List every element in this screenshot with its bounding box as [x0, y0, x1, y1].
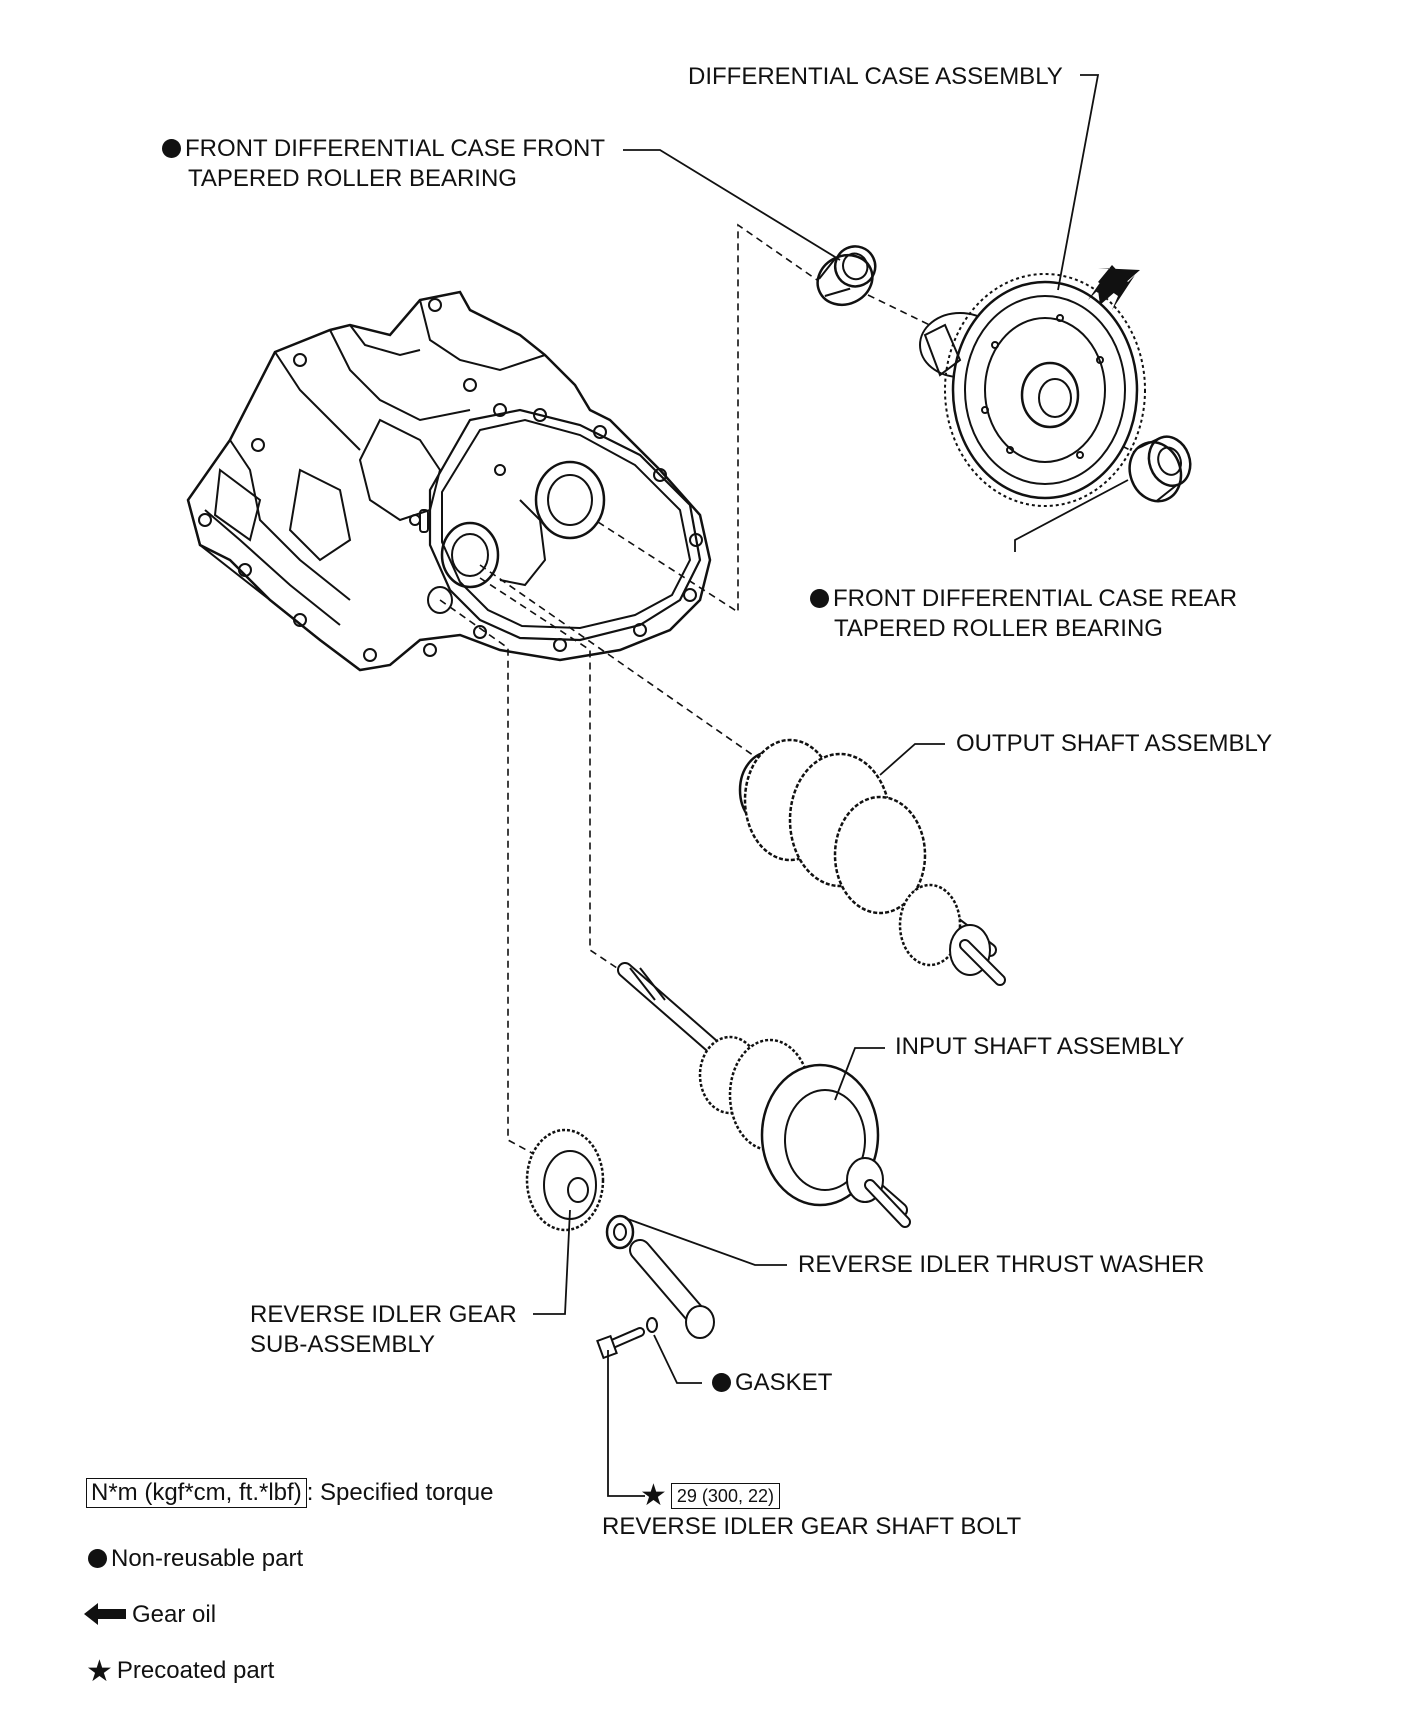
precoated-star-icon: ★	[86, 1655, 113, 1688]
legend-gear-oil: Gear oil	[84, 1600, 216, 1630]
label-reverse-idler-gear-shaft-bolt: REVERSE IDLER GEAR SHAFT BOLT	[602, 1513, 1022, 1540]
reverse-idler-gear-shaft-bolt	[596, 1327, 645, 1360]
transaxle-case	[186, 290, 712, 672]
front-differential-front-bearing	[816, 245, 877, 307]
label-input-shaft-assembly: INPUT SHAFT ASSEMBLY	[895, 1033, 1185, 1060]
legend-precoated: ★Precoated part	[86, 1655, 275, 1688]
non-reusable-dot-icon	[88, 1549, 107, 1568]
label-rear-bearing-line2: TAPERED ROLLER BEARING	[834, 615, 1163, 642]
gear-oil-arrow-icon	[1088, 265, 1140, 310]
leader-lines	[533, 74, 1129, 1497]
gasket	[646, 1317, 658, 1333]
legend-torque: N*m (kgf*cm, ft.*lbf): Specified torque	[86, 1478, 494, 1508]
non-reusable-dot-icon	[162, 139, 181, 158]
non-reusable-dot-icon	[712, 1373, 731, 1392]
front-differential-rear-bearing	[1128, 435, 1192, 503]
precoated-star-icon: ★	[640, 1479, 667, 1512]
label-torque-spec: ★29 (300, 22)	[640, 1480, 780, 1511]
gear-oil-arrow-icon	[84, 1603, 126, 1625]
legend-torque-desc: : Specified torque	[306, 1479, 494, 1506]
label-differential-case-assembly: DIFFERENTIAL CASE ASSEMBLY	[688, 63, 1063, 90]
output-shaft	[738, 738, 1006, 986]
reverse-idler-gear	[525, 1128, 605, 1232]
label-gasket: GASKET	[712, 1368, 832, 1398]
reverse-idler-thrust-washer	[605, 1214, 635, 1250]
label-output-shaft-assembly: OUTPUT SHAFT ASSEMBLY	[956, 730, 1273, 757]
torque-value-box: 29 (300, 22)	[670, 1483, 780, 1509]
differential-case	[919, 273, 1146, 507]
torque-unit-box: N*m (kgf*cm, ft.*lbf)	[86, 1478, 307, 1508]
legend-non-reusable: Non-reusable part	[88, 1544, 303, 1574]
label-front-bearing-line2: TAPERED ROLLER BEARING	[188, 165, 517, 192]
input-shaft	[617, 962, 911, 1228]
label-rear-bearing: FRONT DIFFERENTIAL CASE REAR	[810, 584, 1237, 614]
label-reverse-idler-gear: REVERSE IDLER GEAR	[250, 1301, 517, 1328]
non-reusable-dot-icon	[810, 589, 829, 608]
label-reverse-idler-gear-line2: SUB-ASSEMBLY	[250, 1331, 435, 1358]
label-front-bearing: FRONT DIFFERENTIAL CASE FRONT	[162, 134, 605, 164]
label-reverse-idler-thrust-washer: REVERSE IDLER THRUST WASHER	[798, 1251, 1205, 1278]
reverse-idler-shaft	[629, 1239, 715, 1339]
